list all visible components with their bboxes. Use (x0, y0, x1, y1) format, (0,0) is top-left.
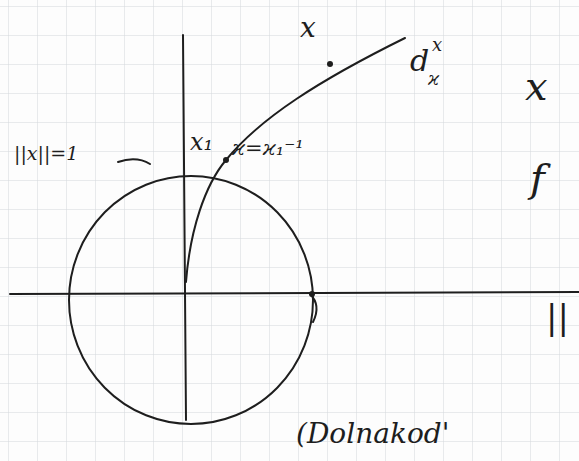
point (327, 61, 333, 67)
superscript: x (432, 36, 442, 54)
leader-line (118, 159, 150, 164)
note-text: f (530, 158, 545, 198)
horizontal-axis (10, 292, 579, 294)
point-label: x₁ (190, 130, 213, 154)
point (223, 157, 229, 163)
norm-label: ||x||=1 (14, 144, 78, 163)
unit-circle (69, 176, 313, 424)
symbol-label: d (410, 46, 429, 76)
formula-label: ϰ=ϰ₁⁻¹ (232, 138, 304, 159)
point-label: x (300, 14, 316, 42)
curve (186, 38, 405, 282)
note-text: (Dolnakod' (296, 420, 449, 448)
vertical-axis (183, 35, 186, 420)
note-text: x (525, 66, 548, 106)
point (309, 291, 315, 297)
note-text: || (546, 300, 569, 334)
subscript: ϰ (428, 70, 439, 88)
arc-mark (310, 294, 316, 322)
